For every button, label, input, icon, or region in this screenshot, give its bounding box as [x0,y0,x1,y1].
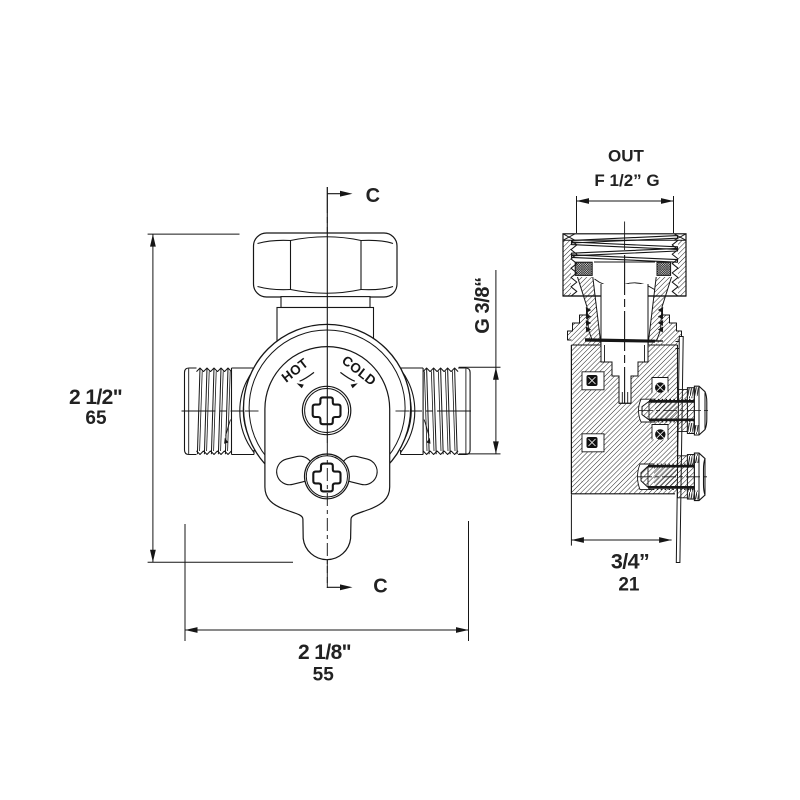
svg-text:55: 55 [313,665,335,686]
svg-text:F 1/2” G: F 1/2” G [594,171,659,190]
svg-text:2 1/8": 2 1/8" [298,641,351,664]
svg-text:3/4”: 3/4” [611,550,649,574]
svg-text:21: 21 [618,575,640,596]
svg-text:2 1/2": 2 1/2" [69,386,122,409]
svg-text:C: C [373,576,387,598]
svg-text:65: 65 [85,408,107,429]
svg-text:G 3/8“: G 3/8“ [472,277,494,334]
svg-text:OUT: OUT [608,146,645,165]
svg-text:C: C [366,185,380,207]
